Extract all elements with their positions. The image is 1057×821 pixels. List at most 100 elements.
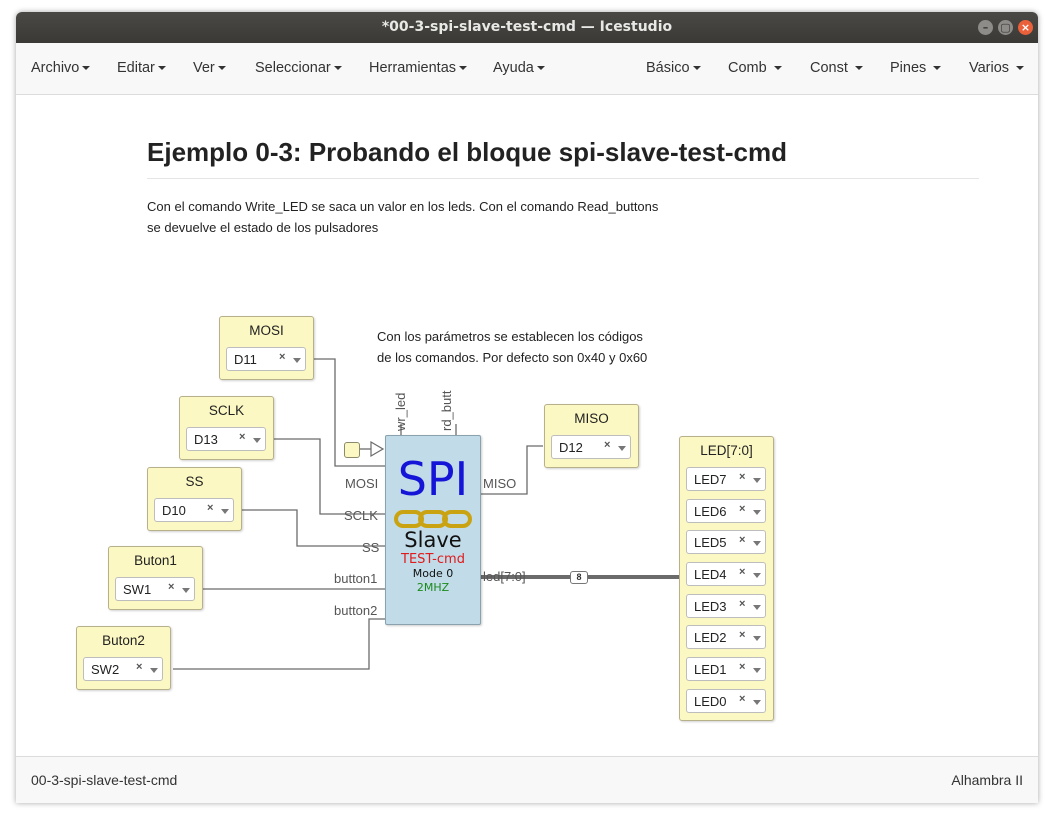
- clear-icon[interactable]: ×: [168, 581, 175, 593]
- menu-ver[interactable]: Ver: [193, 43, 226, 94]
- status-bar: 00-3-spi-slave-test-cmd Alhambra II: [16, 756, 1038, 803]
- parameter-note: Con los parámetros se establecen los cód…: [377, 329, 648, 365]
- title-divider: [147, 178, 979, 179]
- pin-select-led1[interactable]: LED1×: [686, 657, 766, 681]
- title-bar: *00-3-spi-slave-test-cmd — Icestudio – ▢…: [16, 12, 1038, 43]
- menu-archivo[interactable]: Archivo: [31, 43, 91, 94]
- chevron-down-icon: [157, 66, 166, 71]
- clear-icon[interactable]: ×: [136, 661, 143, 673]
- pin-select-miso[interactable]: D12 ×: [551, 435, 631, 459]
- close-icon[interactable]: ×: [1018, 20, 1033, 35]
- pin-select-sclk[interactable]: D13 ×: [186, 427, 266, 451]
- menu-basico[interactable]: Básico: [646, 43, 701, 94]
- chevron-down-icon: [773, 66, 782, 71]
- menu-seleccionar[interactable]: Seleccionar: [255, 43, 342, 94]
- input-mosi[interactable]: MOSI D11 ×: [219, 316, 314, 380]
- menu-bar: Archivo Editar Ver Seleccionar Herramien…: [16, 43, 1038, 95]
- chevron-down-icon: [753, 636, 761, 641]
- chevron-down-icon: [753, 573, 761, 578]
- port-label-miso: MISO: [483, 476, 517, 491]
- chevron-down-icon: [753, 700, 761, 705]
- chevron-down-icon: [293, 358, 301, 363]
- chevron-down-icon: [854, 66, 863, 71]
- status-project-name: 00-3-spi-slave-test-cmd: [31, 772, 178, 788]
- block-mode: Mode 0: [412, 567, 454, 580]
- clear-icon[interactable]: ×: [739, 598, 746, 610]
- menu-ayuda[interactable]: Ayuda: [493, 43, 545, 94]
- pin-select-mosi[interactable]: D11 ×: [226, 347, 306, 371]
- clear-icon[interactable]: ×: [739, 503, 746, 515]
- block-title: SPI: [397, 452, 469, 506]
- param-label-rd-butt: rd_butt: [439, 390, 454, 431]
- design-canvas[interactable]: Ejemplo 0-3: Probando el bloque spi-slav…: [16, 95, 1038, 756]
- chevron-down-icon: [753, 478, 761, 483]
- port-label-button2: button2: [334, 603, 378, 618]
- chevron-down-icon: [221, 509, 229, 514]
- pin-select-led2[interactable]: LED2×: [686, 625, 766, 649]
- clear-icon[interactable]: ×: [279, 351, 286, 363]
- clear-icon[interactable]: ×: [739, 693, 746, 705]
- clear-icon[interactable]: ×: [739, 534, 746, 546]
- chevron-down-icon: [182, 588, 190, 593]
- chevron-down-icon: [536, 66, 545, 71]
- chevron-down-icon: [1016, 66, 1025, 71]
- clear-icon[interactable]: ×: [739, 471, 746, 483]
- clear-icon[interactable]: ×: [739, 629, 746, 641]
- wire-miso: [479, 445, 543, 495]
- description-text: Con el comando Write_LED se saca un valo…: [147, 199, 659, 235]
- block-variant: TEST-cmd: [401, 552, 465, 567]
- spi-slave-block[interactable]: SPI Slave TEST-cmd Mode 0 2MHZ: [385, 435, 481, 625]
- chevron-down-icon: [333, 66, 342, 71]
- menu-const[interactable]: Const: [810, 43, 863, 94]
- chevron-down-icon: [753, 510, 761, 515]
- menu-herramientas[interactable]: Herramientas: [369, 43, 468, 94]
- pin-select-led6[interactable]: LED6×: [686, 499, 766, 523]
- output-miso[interactable]: MISO D12 ×: [544, 404, 639, 468]
- parameter-knob[interactable]: [344, 442, 360, 458]
- input-ss[interactable]: SS D10 ×: [147, 467, 242, 531]
- chevron-down-icon: [933, 66, 942, 71]
- clear-icon[interactable]: ×: [604, 439, 611, 451]
- input-sclk[interactable]: SCLK D13 ×: [179, 396, 274, 460]
- menu-pines[interactable]: Pines: [890, 43, 942, 94]
- chevron-down-icon: [82, 66, 91, 71]
- chevron-down-icon: [753, 668, 761, 673]
- pin-select-led3[interactable]: LED3×: [686, 594, 766, 618]
- pin-select-ss[interactable]: D10 ×: [154, 498, 234, 522]
- maximize-icon[interactable]: ▢: [998, 20, 1013, 35]
- input-buton1[interactable]: Buton1 SW1 ×: [108, 546, 203, 610]
- menu-comb[interactable]: Comb: [728, 43, 782, 94]
- app-window: *00-3-spi-slave-test-cmd — Icestudio – ▢…: [16, 12, 1038, 803]
- port-label-button1: button1: [334, 571, 378, 586]
- chevron-down-icon: [459, 66, 468, 71]
- chevron-down-icon: [753, 605, 761, 610]
- chevron-down-icon: [217, 66, 226, 71]
- bus-width-badge: 8: [570, 571, 588, 584]
- clear-icon[interactable]: ×: [739, 661, 746, 673]
- chevron-down-icon: [253, 438, 261, 443]
- pin-select-buton2[interactable]: SW2 ×: [83, 657, 163, 681]
- clear-icon[interactable]: ×: [207, 502, 214, 514]
- chevron-down-icon: [618, 446, 626, 451]
- pin-select-buton1[interactable]: SW1 ×: [115, 577, 195, 601]
- clear-icon[interactable]: ×: [239, 431, 246, 443]
- status-board[interactable]: Alhambra II: [951, 772, 1023, 788]
- minimize-icon[interactable]: –: [978, 20, 993, 35]
- menu-varios[interactable]: Varios: [969, 43, 1025, 94]
- port-label-led: led[7:0]: [483, 569, 526, 584]
- chain-icon: [394, 510, 472, 528]
- pin-select-led5[interactable]: LED5×: [686, 530, 766, 554]
- chevron-down-icon: [692, 66, 701, 71]
- pin-select-led0[interactable]: LED0×: [686, 689, 766, 713]
- wire-sclk: [273, 438, 385, 515]
- input-buton2[interactable]: Buton2 SW2 ×: [76, 626, 171, 690]
- page-title: Ejemplo 0-3: Probando el bloque spi-slav…: [147, 137, 788, 167]
- block-frequency: 2MHZ: [416, 581, 450, 594]
- pin-select-led7[interactable]: LED7×: [686, 467, 766, 491]
- output-led-bus[interactable]: LED[7:0] LED7× LED6× LED5× LED4× LED3× L…: [679, 436, 774, 721]
- param-label-wr-led: wr_led: [393, 392, 408, 431]
- menu-editar[interactable]: Editar: [117, 43, 166, 94]
- chevron-down-icon: [753, 541, 761, 546]
- clear-icon[interactable]: ×: [739, 566, 746, 578]
- pin-select-led4[interactable]: LED4×: [686, 562, 766, 586]
